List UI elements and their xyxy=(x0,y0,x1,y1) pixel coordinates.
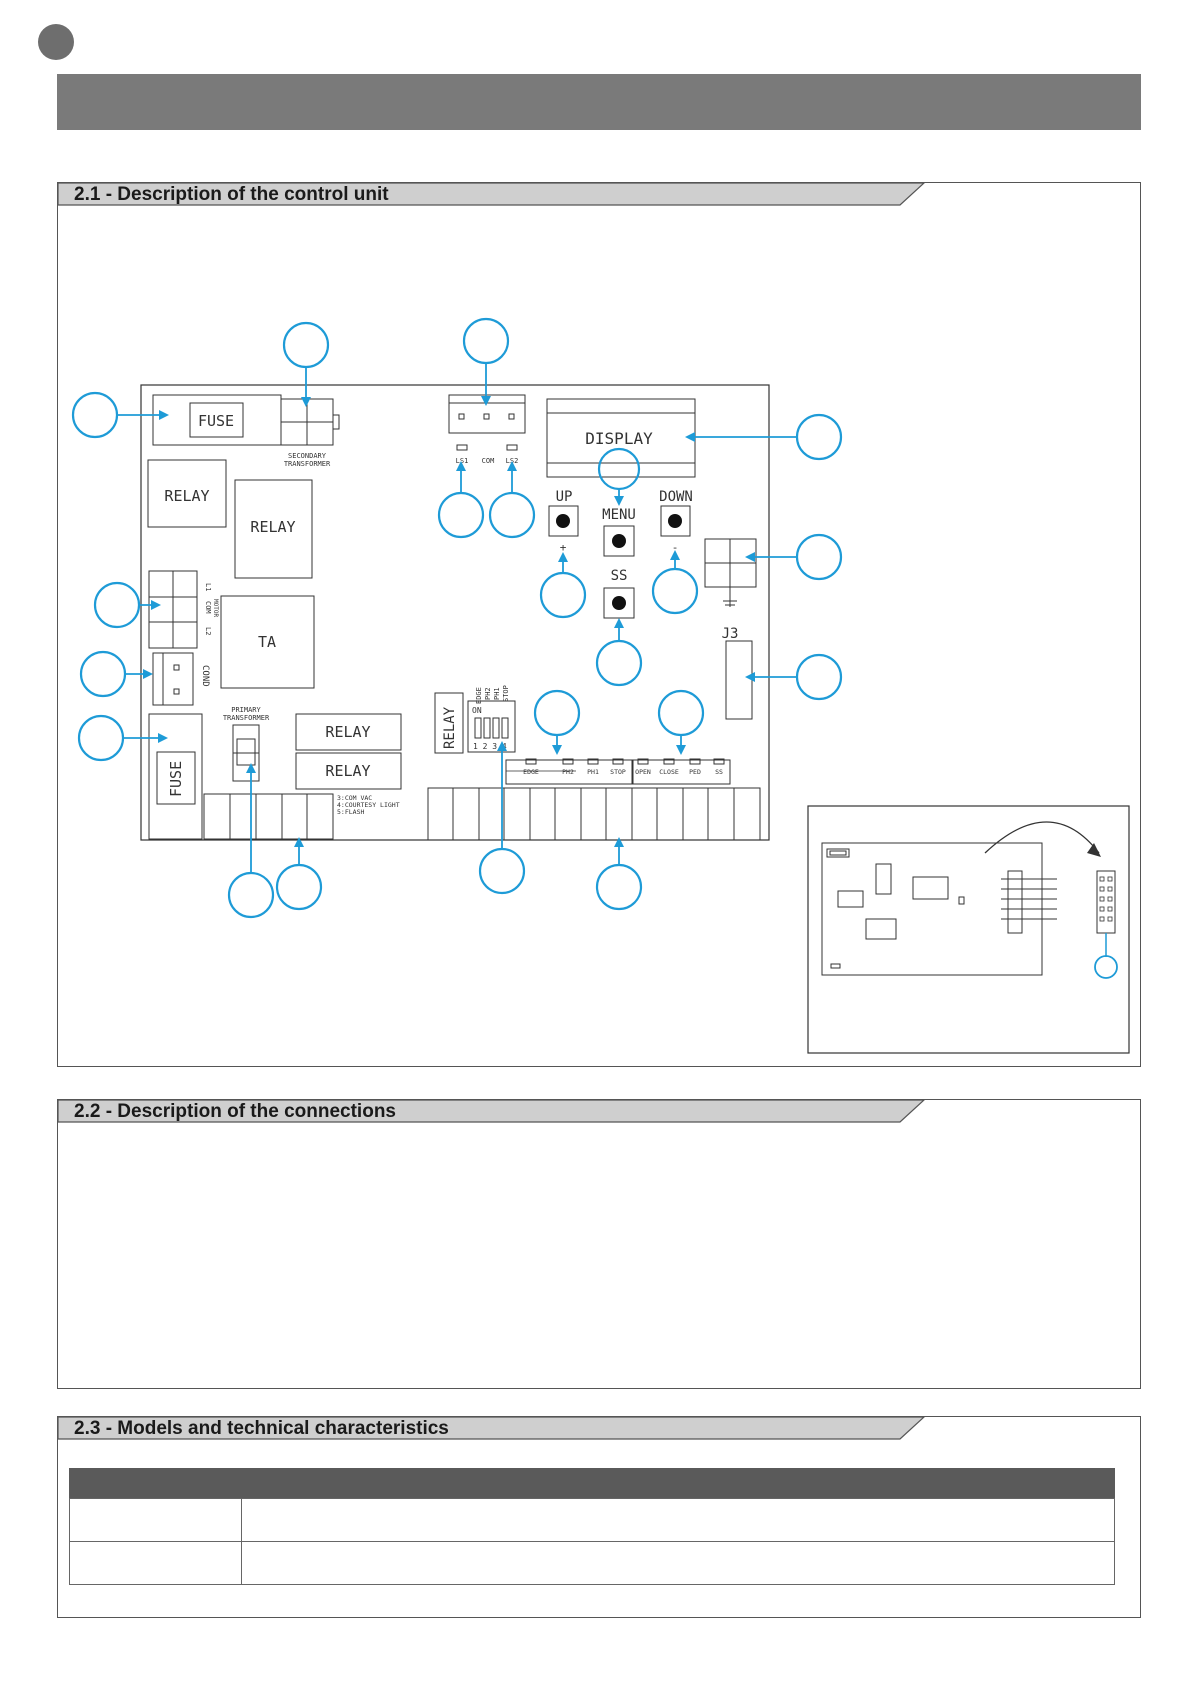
relay-5 xyxy=(434,692,464,754)
svg-text:PH1: PH1 xyxy=(587,768,599,776)
callout-circle xyxy=(478,847,526,895)
svg-text:COM: COM xyxy=(482,457,495,465)
svg-text:PH1: PH1 xyxy=(493,687,501,700)
svg-text:TRANSFORMER: TRANSFORMER xyxy=(223,714,270,722)
svg-text:DOWN: DOWN xyxy=(659,489,693,505)
svg-text:J3: J3 xyxy=(722,626,739,642)
models-table-header xyxy=(69,1468,1115,1498)
svg-text:ON: ON xyxy=(472,706,482,715)
svg-text:STOP: STOP xyxy=(610,768,626,776)
callout-circle xyxy=(282,321,330,369)
svg-text:PED: PED xyxy=(689,768,701,776)
down-button xyxy=(660,505,691,537)
callout-circle xyxy=(93,581,141,629)
relay-3 xyxy=(295,713,402,751)
svg-text:PH2: PH2 xyxy=(562,768,574,776)
up-button xyxy=(548,505,579,537)
svg-text:CLOSE: CLOSE xyxy=(659,768,679,776)
callout-circle xyxy=(77,714,125,762)
limit-switch-connector xyxy=(448,394,526,434)
callout-circle xyxy=(79,650,127,698)
fuse-holder-bottom xyxy=(148,713,203,840)
dip-switch xyxy=(467,700,516,753)
svg-text:SS: SS xyxy=(715,768,723,776)
svg-text:STOP: STOP xyxy=(502,685,510,702)
section-title: 2.2 - Description of the connections xyxy=(74,1101,396,1122)
svg-text:+: + xyxy=(560,541,567,554)
callout-circle xyxy=(595,639,643,687)
svg-text:COM: COM xyxy=(204,601,212,614)
callout-circle xyxy=(1094,955,1118,979)
terminal-block-left xyxy=(203,793,334,840)
callout-circle xyxy=(597,447,641,491)
svg-text:L1: L1 xyxy=(204,583,212,591)
svg-text:MENU: MENU xyxy=(602,507,636,523)
callout-circle xyxy=(437,491,485,539)
svg-text:EDGE: EDGE xyxy=(523,768,539,776)
svg-text:PH2: PH2 xyxy=(484,687,492,700)
capacitor-connector xyxy=(152,652,194,706)
callout-circle xyxy=(71,391,119,439)
callout-circle xyxy=(227,871,275,919)
callout-circle xyxy=(595,863,643,911)
language-indicator xyxy=(38,24,74,60)
display-label: DISPLAY xyxy=(585,429,653,448)
led-bar-commands xyxy=(632,758,731,785)
svg-text:SECONDARY: SECONDARY xyxy=(288,452,327,460)
callout-circle xyxy=(795,653,843,701)
j3-connector xyxy=(725,640,753,720)
callout-circle xyxy=(795,533,843,581)
display xyxy=(546,398,696,478)
svg-text:-: - xyxy=(672,541,679,554)
svg-text:TRANSFORMER: TRANSFORMER xyxy=(284,460,331,468)
svg-text:1 2 3 4: 1 2 3 4 xyxy=(473,742,507,751)
transformer-ta xyxy=(220,595,315,689)
section-title: 2.3 - Models and technical characteristi… xyxy=(74,1418,449,1439)
svg-text:SS: SS xyxy=(611,568,628,584)
svg-text:RELAY: RELAY xyxy=(442,706,458,749)
control-unit-diagram: FUSE SECONDARY TRANSFORMER LS1 COM LS2 D… xyxy=(71,317,1130,1054)
callout-circle xyxy=(462,317,510,365)
svg-text:LS1: LS1 xyxy=(456,457,469,465)
svg-text:L2: L2 xyxy=(204,627,212,635)
table-row xyxy=(69,1498,1115,1542)
svg-text:EDGE: EDGE xyxy=(475,687,483,704)
svg-text:UP: UP xyxy=(556,489,573,505)
callout-circle xyxy=(533,689,581,737)
svg-text:MOTOR: MOTOR xyxy=(212,599,219,617)
relay-4 xyxy=(295,752,402,790)
svg-text:RELAY: RELAY xyxy=(250,518,295,536)
svg-text:RELAY: RELAY xyxy=(325,762,370,780)
menu-button xyxy=(603,525,635,557)
relay-1 xyxy=(147,459,227,528)
svg-text:FUSE: FUSE xyxy=(167,761,185,797)
svg-text:RELAY: RELAY xyxy=(164,487,209,505)
svg-text:5:FLASH: 5:FLASH xyxy=(337,808,364,816)
terminal-block-right xyxy=(427,787,761,841)
callout-circle xyxy=(539,571,587,619)
table-row xyxy=(69,1541,1115,1585)
insert-arrow xyxy=(984,821,1100,854)
svg-text:COND: COND xyxy=(200,665,210,687)
section-connections: 2.2 - Description of the connections xyxy=(57,1099,1141,1389)
callout-circle xyxy=(275,863,323,911)
section-title: 2.1 - Description of the control unit xyxy=(74,184,389,205)
callout-circle xyxy=(657,689,705,737)
svg-text:PRIMARY: PRIMARY xyxy=(231,706,261,714)
section-control-unit: 2.1 - Description of the control unit FU… xyxy=(57,182,1141,1067)
svg-text:4:COURTESY LIGHT: 4:COURTESY LIGHT xyxy=(337,801,400,809)
relay-2 xyxy=(234,479,313,579)
callout-circle xyxy=(488,491,536,539)
fuse-top-label: FUSE xyxy=(198,412,234,430)
svg-text:RELAY: RELAY xyxy=(325,723,370,741)
callout-circle xyxy=(651,567,699,615)
chapter-banner xyxy=(57,74,1141,130)
led-bar-inputs xyxy=(505,758,633,785)
svg-text:TA: TA xyxy=(258,633,276,651)
svg-text:3:COM VAC: 3:COM VAC xyxy=(337,794,372,802)
callout-circle xyxy=(795,413,843,461)
svg-text:OPEN: OPEN xyxy=(635,768,651,776)
inset-frame xyxy=(807,805,1130,1054)
